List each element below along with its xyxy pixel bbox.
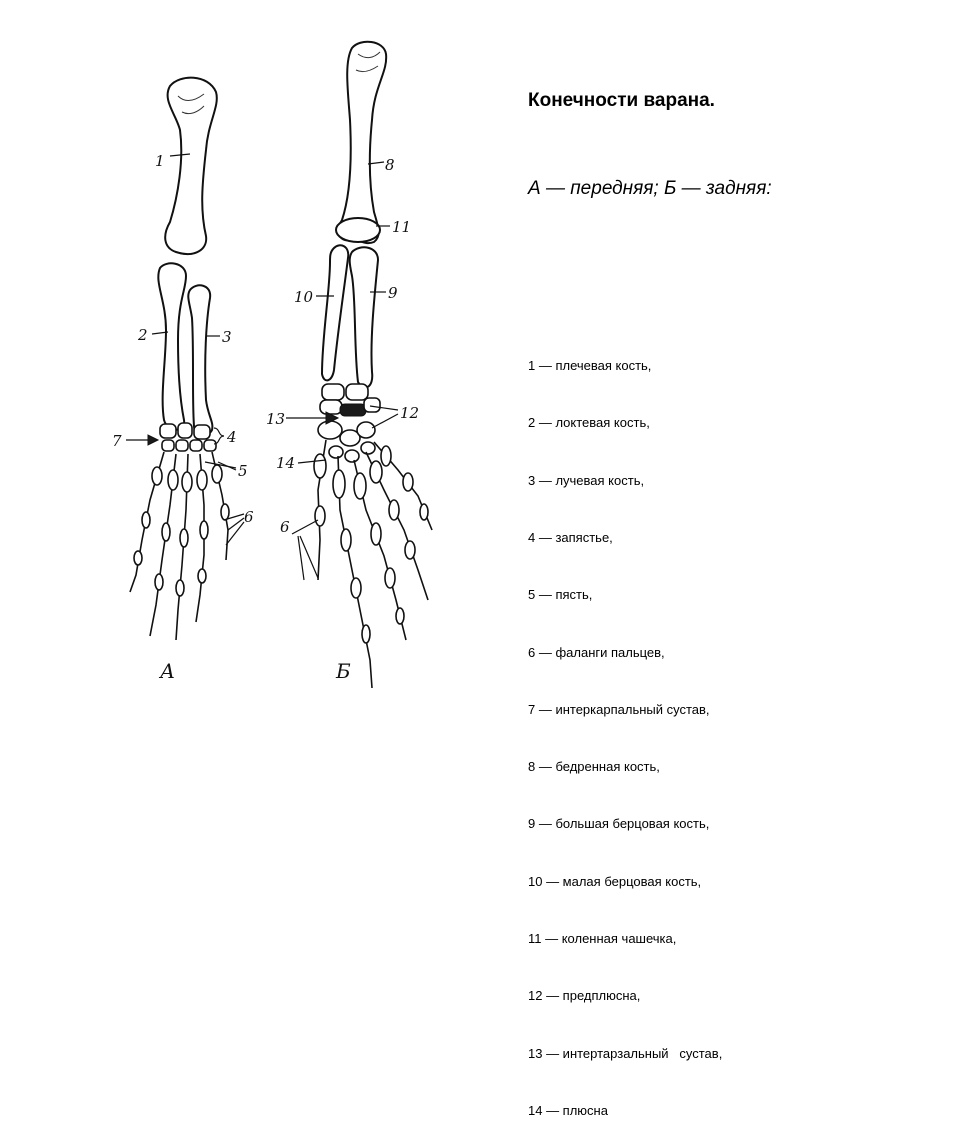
legend-item: 7 — интеркарпальный сустав, [528,701,710,717]
forelimb-digits [129,451,230,641]
hindlimb-tarsus [317,383,381,463]
label-4: 4 [226,428,237,446]
legend-item: 11 — коленная чашечка, [528,931,677,946]
page-title: Конечности варана. [528,90,715,111]
label-3: 3 [222,328,232,346]
hindlimb-digits [313,439,433,689]
forelimb-ulna [157,262,187,431]
label-1: 1 [155,152,165,170]
forelimb-humerus [164,76,218,255]
label-8: 8 [385,156,395,174]
legend-item: 10 — малая берцовая кость, [528,873,702,889]
hindlimb-panel-label: Б [335,659,351,683]
forelimb-radius [187,284,214,436]
hindlimb-tibia [348,246,379,389]
label-6-hind: 6 [280,518,290,536]
figure-subtitle: А — передняя; Б — задняя: [528,178,772,199]
legend-item: 8 — бедренная кость, [528,759,660,775]
hindlimb-femur [337,40,388,245]
hindlimb-patella [335,217,381,243]
label-11: 11 [392,218,411,236]
legend-item: 13 — интертарзальный сустав, [528,1045,723,1061]
legend-item: 9 — большая берцовая кость, [528,816,710,832]
label-7: 7 [112,432,122,450]
legend-item: 2 — локтевая кость, [528,415,650,431]
forelimb-drawing: 1 2 3 4 5 6 7 А [112,76,254,683]
legend-item: 5 — пясть, [528,587,593,603]
limb-skeleton-illustration: 1 2 3 4 5 6 7 А [112,40,433,689]
legend-item: 1 — плечевая кость, [528,358,652,374]
label-6: 6 [244,508,254,526]
legend-item: 3 — лучевая кость, [528,472,645,488]
hindlimb-drawing: 8 11 9 10 12 13 14 6 Б [266,40,433,689]
forelimb-panel-label: А [158,659,175,683]
hindlimb-fibula [321,244,350,382]
label-10: 10 [294,288,314,306]
legend-item: 6 — фаланги пальцев, [528,644,665,660]
legend-list: 1 — плечевая кость, 2 — локтевая кость, … [528,318,722,1139]
forelimb-carpus [159,422,217,452]
label-2: 2 [137,326,148,344]
legend-item: 4 — запястье, [528,530,613,546]
legend-item: 12 — предплюсна, [528,988,641,1004]
label-13: 13 [266,410,285,428]
label-14: 14 [276,454,295,472]
legend-item: 14 — плюсна [528,1102,608,1118]
label-9: 9 [388,284,398,302]
label-12: 12 [400,404,419,422]
label-5: 5 [238,462,248,480]
